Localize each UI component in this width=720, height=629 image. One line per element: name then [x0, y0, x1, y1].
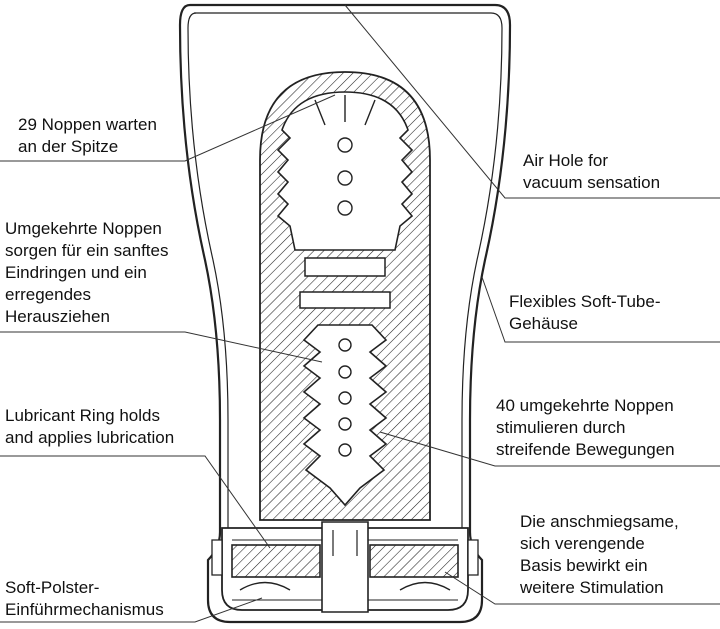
label-soft-polster: Soft-Polster- Einführmechanismus	[5, 578, 164, 619]
label-40-noppen: 40 umgekehrte Noppen stimulieren durch s…	[496, 396, 675, 459]
label-29-noppen: 29 Noppen warten an der Spitze	[18, 115, 157, 156]
label-umgekehrte-noppen: Umgekehrte Noppen sorgen für ein sanftes…	[5, 219, 169, 326]
air-channel-holes	[337, 137, 353, 457]
soft-cushion	[239, 581, 451, 591]
label-air-hole: Air Hole for vacuum sensation	[523, 151, 661, 192]
lubricant-ring-left	[231, 544, 321, 578]
label-soft-tube: Flexibles Soft-Tube- Gehäuse	[509, 292, 661, 333]
leader-lines	[0, 4, 720, 623]
lubricant-ring-right	[369, 544, 459, 578]
ring-groove-1	[304, 257, 386, 277]
insertion-opening	[321, 521, 369, 613]
ring-groove-2	[299, 291, 391, 309]
inner-housing-wall	[194, 12, 503, 530]
nub-channel	[302, 324, 388, 507]
label-basis: Die anschmiegsame, sich verengende Basis…	[520, 512, 679, 597]
label-lubricant-ring: Lubricant Ring holds and applies lubrica…	[5, 406, 175, 447]
